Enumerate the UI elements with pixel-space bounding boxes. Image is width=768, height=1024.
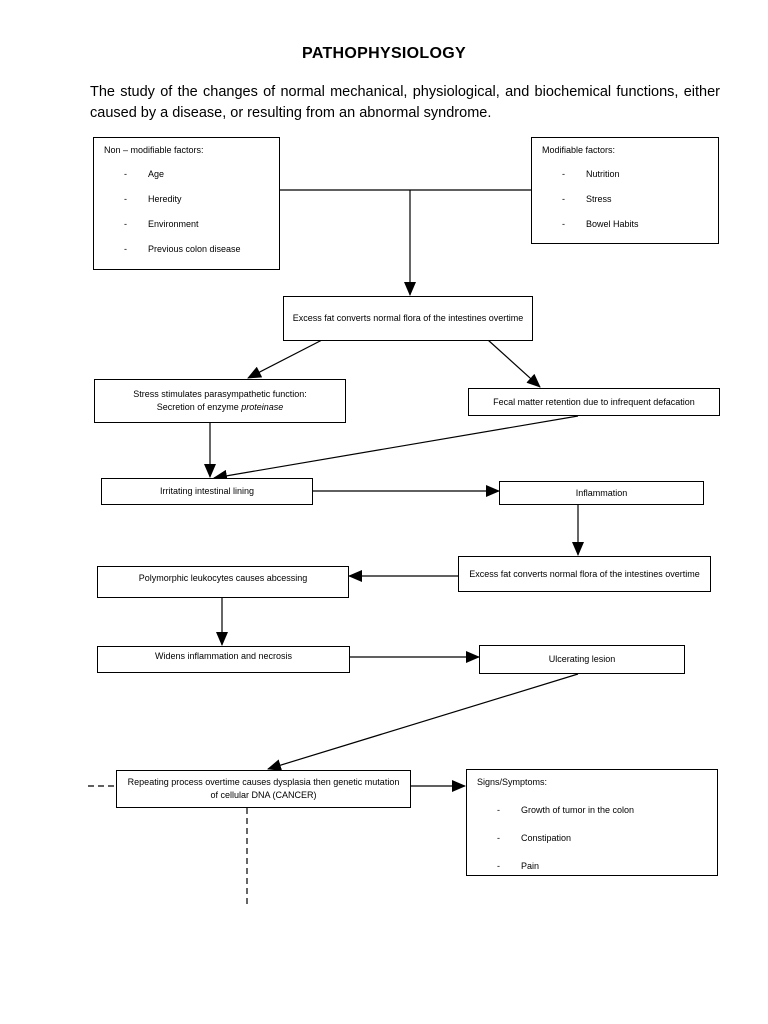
ulcerating-text: Ulcerating lesion [548,654,616,664]
modifiable-list: Nutrition Stress Bowel Habits [562,162,708,237]
non-modifiable-factors-box: Non – modifiable factors: Age Heredity E… [93,137,280,270]
inflammation-text: Inflammation [575,487,628,498]
arrow-fecal-to-irritating [213,415,579,482]
stress-box: Stress stimulates parasympathetic functi… [94,379,346,423]
modifiable-factors-box: Modifiable factors: Nutrition Stress Bow… [531,137,719,244]
list-item: Constipation [497,824,707,852]
signs-list: Growth of tumor in the colon Constipatio… [497,796,707,880]
widens-box: Widens inflammation and necrosis [97,646,350,673]
modifiable-heading: Modifiable factors: [542,145,616,155]
arrow-excess-fat-to-stress [247,339,323,379]
stress-text: Stress stimulates parasympathetic functi… [133,388,307,414]
fecal-text: Fecal matter retention due to infrequent… [493,396,695,407]
excess-fat-top-text: Excess fat converts normal flora of the … [292,313,524,323]
polymorphic-box: Polymorphic leukocytes causes abcessing [97,566,349,598]
excess-fat-box-mid: Excess fat converts normal flora of the … [458,556,711,592]
excess-fat-mid-text: Excess fat converts normal flora of the … [469,568,700,579]
list-item: Bowel Habits [562,212,708,237]
arrow-excess-fat-to-fecal [487,339,541,388]
list-item: Nutrition [562,162,708,187]
list-item: Heredity [124,187,269,212]
excess-fat-box-top: Excess fat converts normal flora of the … [283,296,533,341]
enzyme-name: proteinase [241,402,284,412]
list-item: Growth of tumor in the colon [497,796,707,824]
stress-line-2-text: Secretion of enzyme [156,402,242,412]
stress-line-2: Secretion of enzyme proteinase [133,401,307,414]
page-title: PATHOPHYSIOLOGY [302,45,466,62]
list-item: Age [124,162,269,187]
non-modifiable-list: Age Heredity Environment Previous colon … [124,162,269,262]
ulcerating-box: Ulcerating lesion [479,645,685,674]
polymorphic-text: Polymorphic leukocytes causes abcessing [138,573,308,583]
irritating-text: Irritating intestinal lining [159,486,255,496]
inflammation-box: Inflammation [499,481,704,505]
non-modifiable-heading: Non – modifiable factors: [104,145,204,155]
intro-paragraph: The study of the changes of normal mecha… [90,84,720,121]
fecal-retention-box: Fecal matter retention due to infrequent… [468,388,720,416]
signs-symptoms-box: Signs/Symptoms: Growth of tumor in the c… [466,769,718,880]
arrow-ulcerating-to-repeating [267,673,579,771]
stress-line-1: Stress stimulates parasympathetic functi… [133,389,307,399]
signs-heading: Signs/Symptoms: [477,777,548,787]
list-item: Stress [562,187,708,212]
repeating-process-box: Repeating process overtime causes dyspla… [116,770,411,808]
widens-text: Widens inflammation and necrosis [154,651,293,661]
list-item: Environment [124,212,269,237]
list-item: Pain [497,852,707,880]
irritating-lining-box: Irritating intestinal lining [101,478,313,505]
list-item: Previous colon disease [124,237,269,262]
repeating-text: Repeating process overtime causes dyspla… [127,777,400,800]
